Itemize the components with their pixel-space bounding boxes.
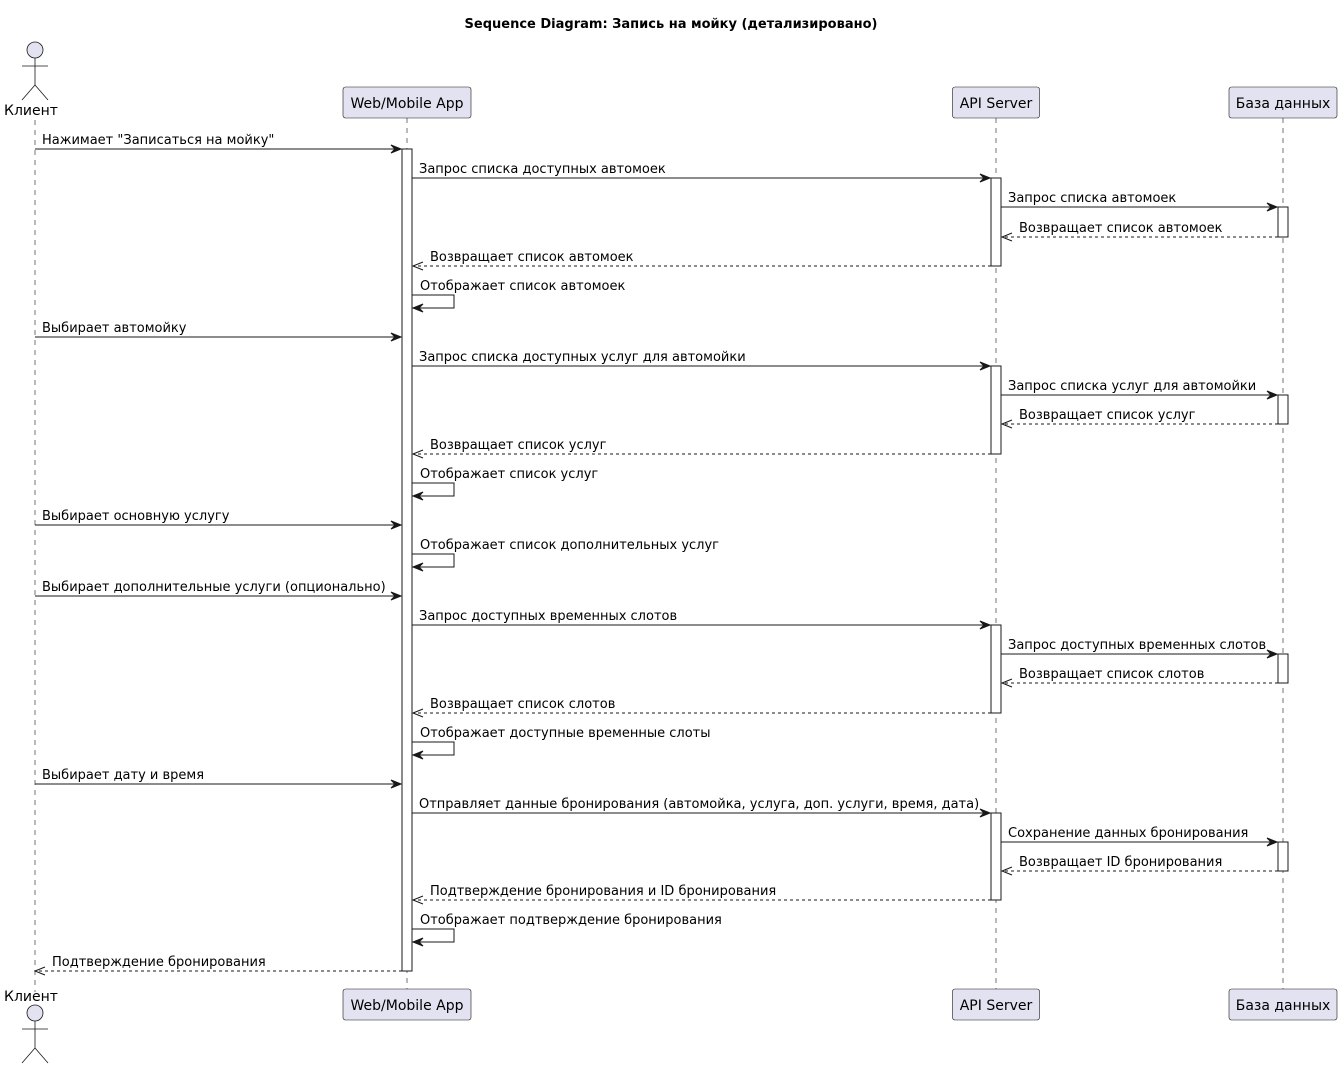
activation-app — [401, 148, 413, 972]
message-18: Возвращает список слотов — [1000, 667, 1278, 688]
message-17: Запрос доступных временных слотов — [1001, 638, 1279, 659]
message-label: Выбирает дополнительные услуги (опционал… — [42, 580, 386, 595]
activation-db — [1277, 394, 1289, 425]
participant-api-bottom: API Server — [952, 988, 1040, 1021]
message-label: Возвращает список слотов — [430, 697, 615, 712]
message-label: Выбирает автомойку — [42, 321, 187, 336]
actor-icon — [21, 41, 49, 101]
message-label: Возвращает список автомоек — [430, 250, 634, 265]
diagram-title: Sequence Diagram: Запись на мойку (детал… — [465, 17, 878, 32]
self-arrow — [412, 741, 455, 756]
message-16: Запрос доступных временных слотов — [412, 609, 992, 630]
activation-api — [990, 177, 1002, 267]
participant-box — [1228, 988, 1338, 1021]
participant-box — [952, 988, 1040, 1021]
self-arrow — [412, 482, 455, 497]
participant-box — [342, 86, 472, 119]
message-label: Отображает список услуг — [420, 467, 598, 482]
message-7: Выбирает автомойку — [35, 321, 403, 342]
participant-label: Web/Mobile App — [351, 96, 464, 112]
message-25: Подтверждение бронирования и ID брониров… — [411, 884, 991, 905]
message-10: Возвращает список услуг — [1000, 408, 1278, 429]
message-26: Отображает подтверждение бронирования — [411, 913, 722, 947]
message-6: Отображает список автомоек — [411, 279, 625, 313]
message-15: Выбирает дополнительные услуги (опционал… — [35, 580, 403, 601]
participant-label: Клиент — [4, 103, 58, 119]
message-20: Отображает доступные временные слоты — [411, 726, 710, 760]
participant-app-top: Web/Mobile App — [342, 86, 472, 119]
message-label: Выбирает дату и время — [42, 768, 204, 783]
message-1: Нажимает "Записаться на мойку" — [35, 133, 403, 154]
participant-label: API Server — [960, 96, 1033, 112]
participant-api-top: API Server — [952, 86, 1040, 119]
message-9: Запрос списка услуг для автомойки — [1001, 379, 1279, 400]
message-label: Выбирает основную услугу — [42, 509, 230, 524]
activation-db — [1277, 841, 1289, 872]
participant-client-bottom: Клиент — [4, 989, 58, 1064]
message-label: Возвращает список услуг — [1019, 408, 1196, 423]
message-label: Подтверждение бронирования и ID брониров… — [430, 884, 776, 899]
self-arrow — [412, 294, 455, 309]
message-4: Возвращает список автомоек — [1000, 221, 1278, 242]
message-label: Запрос списка автомоек — [1008, 191, 1176, 206]
activation-db — [1277, 206, 1289, 238]
message-14: Отображает список дополнительных услуг — [411, 538, 719, 572]
participant-box — [952, 86, 1040, 119]
message-11: Возвращает список услуг — [411, 438, 991, 459]
message-label: Запрос доступных временных слотов — [1008, 638, 1266, 653]
participant-label: Клиент — [4, 989, 58, 1005]
message-label: Возвращает список слотов — [1019, 667, 1204, 682]
participant-db-bottom: База данных — [1228, 988, 1338, 1021]
message-label: Отображает список автомоек — [420, 279, 625, 294]
message-21: Выбирает дату и время — [35, 768, 403, 789]
message-label: Возвращает ID бронирования — [1019, 855, 1222, 870]
message-5: Возвращает список автомоек — [411, 250, 991, 271]
participant-label: База данных — [1236, 998, 1331, 1014]
actor-icon — [21, 1004, 49, 1064]
message-24: Возвращает ID бронирования — [1000, 855, 1278, 876]
message-2: Запрос списка доступных автомоек — [412, 162, 992, 183]
participant-box — [342, 988, 472, 1021]
message-19: Возвращает список слотов — [411, 697, 991, 718]
message-label: Подтверждение бронирования — [52, 955, 266, 970]
message-13: Выбирает основную услугу — [35, 509, 403, 530]
participant-label: База данных — [1236, 96, 1331, 112]
self-arrow — [412, 553, 455, 568]
participant-label: Web/Mobile App — [351, 998, 464, 1014]
message-label: Отображает подтверждение бронирования — [420, 913, 722, 928]
activation-db — [1277, 653, 1289, 684]
participant-box — [1228, 86, 1338, 119]
message-label: Запрос списка доступных автомоек — [419, 162, 666, 177]
message-27: Подтверждение бронирования — [33, 955, 402, 976]
message-8: Запрос списка доступных услуг для автомо… — [412, 350, 992, 371]
participant-label: API Server — [960, 998, 1033, 1014]
participant-db-top: База данных — [1228, 86, 1338, 119]
message-label: Запрос доступных временных слотов — [419, 609, 677, 624]
message-label: Возвращает список автомоек — [1019, 221, 1223, 236]
message-label: Отображает список дополнительных услуг — [420, 538, 719, 553]
message-3: Запрос списка автомоек — [1001, 191, 1279, 212]
activation-api — [990, 812, 1002, 901]
self-arrow — [412, 928, 455, 943]
message-23: Сохранение данных бронирования — [1001, 826, 1279, 847]
message-label: Отправляет данные бронирования (автомойк… — [419, 797, 979, 812]
message-label: Возвращает список услуг — [430, 438, 607, 453]
participant-app-bottom: Web/Mobile App — [342, 988, 472, 1021]
message-22: Отправляет данные бронирования (автомойк… — [412, 797, 992, 818]
activation-api — [990, 624, 1002, 714]
message-12: Отображает список услуг — [411, 467, 598, 501]
message-label: Нажимает "Записаться на мойку" — [42, 133, 274, 148]
message-label: Запрос списка доступных услуг для автомо… — [419, 350, 746, 365]
activation-api — [990, 365, 1002, 455]
participant-client-top: Клиент — [4, 41, 58, 119]
message-label: Сохранение данных бронирования — [1008, 826, 1248, 841]
message-label: Отображает доступные временные слоты — [420, 726, 710, 741]
message-label: Запрос списка услуг для автомойки — [1008, 379, 1256, 394]
